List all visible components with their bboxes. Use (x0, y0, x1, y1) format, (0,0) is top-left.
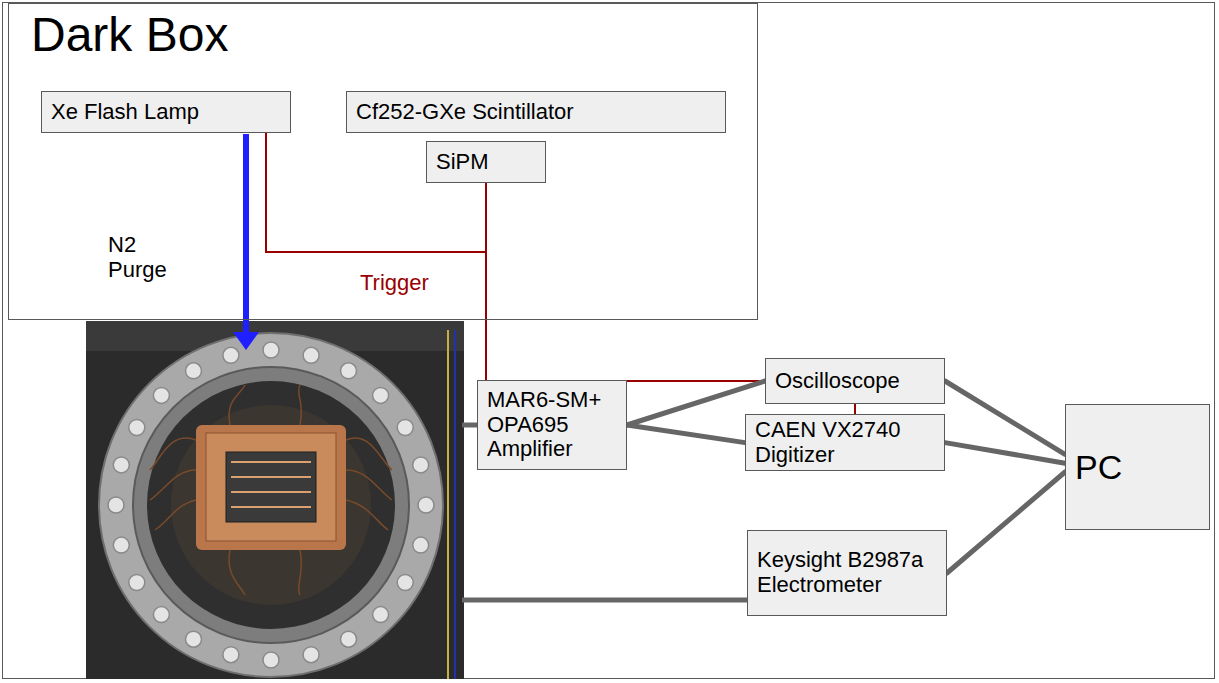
amplifier-box: MAR6-SM+ OPA695 Amplifier (477, 380, 627, 470)
node-text: Dark Box (31, 8, 735, 62)
oscilloscope-box: Oscilloscope (765, 358, 945, 404)
node-text: Xe Flash Lamp (51, 100, 281, 125)
purge-label: N2 Purge (108, 232, 178, 283)
trigger-wire (486, 183, 765, 381)
scintillator-box: Cf252-GXe Scintillator (346, 91, 726, 133)
node-text: Cf252-GXe Scintillator (356, 100, 716, 125)
pc-box: PC (1065, 404, 1210, 530)
node-text: Oscilloscope (775, 369, 935, 394)
node-text: Keysight B2987a Electrometer (757, 548, 937, 597)
signal-cable (945, 443, 1065, 464)
sipm-box: SiPM (426, 141, 546, 183)
node-text: PC (1075, 448, 1200, 486)
lamp-box: Xe Flash Lamp (41, 91, 291, 133)
node-text: CAEN VX2740 Digitizer (755, 418, 935, 467)
electrometer-box: Keysight B2987a Electrometer (747, 530, 947, 616)
signal-cable (627, 425, 745, 443)
node-text: MAR6-SM+ OPA695 Amplifier (487, 388, 617, 462)
digitizer-box: CAEN VX2740 Digitizer (745, 414, 945, 471)
trigger-wire (854, 404, 856, 414)
node-text: SiPM (436, 150, 536, 175)
trigger-label: Trigger (360, 270, 470, 295)
trigger-wire (266, 133, 765, 381)
signal-cable (947, 472, 1065, 573)
